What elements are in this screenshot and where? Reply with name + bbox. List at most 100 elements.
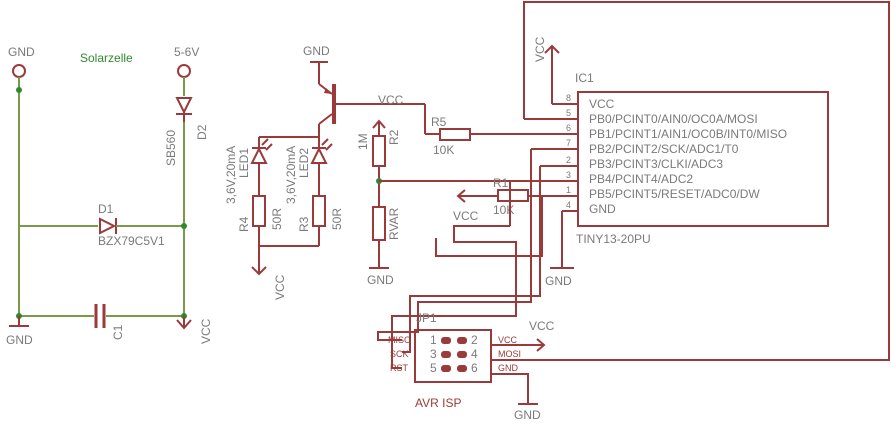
led1-name: LED1: [237, 148, 251, 178]
vcc-arrow: [251, 266, 267, 276]
rst-route: [391, 225, 517, 369]
supply-terminal-label: 5-6V: [174, 45, 199, 59]
d2-diode: [175, 97, 193, 115]
gnd-label-rvar: GND: [367, 273, 394, 287]
jp1-right-label: VCC: [498, 335, 518, 345]
jp1-right-label: MOSI: [498, 349, 521, 359]
r3-name: R3: [297, 216, 311, 232]
r3-value: 50R: [330, 208, 344, 230]
d1-diode: [99, 217, 117, 235]
d1-value: BZX79C5V1: [98, 234, 165, 248]
ic1-pin-label: PB0/PCINT0/AIN0/OC0A/MOSI: [589, 112, 758, 126]
vcc-arrow: [536, 338, 546, 352]
gnd-label-ic: GND: [545, 274, 572, 288]
ic1-pin-label: PB2/PCINT2/SCK/ADC1/T0: [589, 142, 739, 156]
gnd-terminal-label: GND: [8, 45, 35, 59]
vcc-arrow: [544, 44, 560, 54]
ic1-pin-num: 2: [566, 155, 571, 165]
vcc-label-r1: VCC: [453, 209, 479, 223]
junction-dot: [181, 223, 187, 229]
transistor-collector: [318, 113, 333, 125]
ic1-pin-label: GND: [589, 202, 616, 216]
led1-ray: [261, 138, 269, 146]
jp1-pin-num: 6: [471, 361, 478, 375]
vcc-label-bottom: VCC: [199, 318, 213, 344]
jp1-left-label: MISO: [388, 335, 411, 345]
led1-value: 3,6V,20mA: [224, 146, 238, 204]
transistor-arrow: [324, 88, 332, 94]
jp1-pad: [441, 351, 451, 358]
jp1-pin-num: 5: [430, 361, 437, 375]
ic1-pin-label: PB5/PCINT5/RESET/ADC0/DW: [589, 187, 760, 201]
ic1-vcc-label: VCC: [533, 36, 547, 62]
ic1-pin-num: 1: [566, 185, 571, 195]
jp1-right-label: GND: [498, 363, 519, 373]
jp1-pad: [441, 337, 451, 344]
r4-resistor: [252, 195, 266, 227]
ic1-pins: 8 VCC 5 PB0/PCINT0/AIN0/OC0A/MOSI 6 PB1/…: [524, 93, 787, 216]
gnd-label-transistor: GND: [303, 44, 330, 58]
gnd-label-bottom: GND: [6, 333, 33, 347]
jp1-pad: [441, 365, 451, 372]
vcc-label-r2: VCC: [378, 93, 404, 107]
led2-diode: [310, 146, 328, 164]
jp1-pin-num: 3: [430, 347, 437, 361]
jp1-body: [414, 329, 492, 383]
ic1-pin-label: VCC: [589, 97, 615, 111]
mosi-loop-wire: [523, 1, 890, 361]
ic1-pin-num: 6: [566, 123, 571, 133]
ic1-pin-num: 3: [566, 170, 571, 180]
jp1: JP1 AVR ISP MISO SCK RST 1 3 5 2 4 6 VCC…: [388, 311, 562, 422]
ic1-pin-num: 8: [566, 93, 571, 103]
r5-resistor: [439, 128, 471, 141]
d1-name: D1: [98, 202, 114, 216]
supply-terminal: [177, 64, 191, 78]
rvar-resistor: [372, 206, 386, 241]
solar-label: Solarzelle: [80, 51, 133, 65]
jp1-title: AVR ISP: [415, 396, 461, 410]
ic1-pin-label: PB1/PCINT1/AIN1/OC0B/INT0/MISO: [589, 127, 787, 141]
ic1-pin-num: 4: [566, 200, 571, 210]
led2-value: 3,6V,20mA: [284, 146, 298, 204]
r1-name: R1: [493, 176, 509, 190]
ic1-pin-label: PB3/PCINT3/CLKI/ADC3: [589, 157, 723, 171]
led1-ray: [265, 143, 273, 151]
miso-wire: [377, 149, 532, 341]
r5-name: R5: [431, 115, 447, 129]
jp1-pin-num: 4: [471, 347, 478, 361]
gnd-label-jp1: GND: [514, 408, 541, 422]
jp1-pad: [457, 351, 467, 358]
ic1-name: IC1: [575, 71, 594, 85]
led1-diode: [250, 146, 268, 164]
junction-dot: [16, 87, 22, 93]
ic1-pin-num: 7: [566, 138, 571, 148]
led2-ray: [325, 143, 333, 151]
led2-ray: [321, 138, 329, 146]
d2-value: SB560: [164, 130, 178, 166]
ic1-part: TINY13-20PU: [576, 232, 651, 246]
jp1-vcc-label: VCC: [529, 319, 555, 333]
jp1-left-label: RST: [390, 363, 409, 373]
rst-wire: [435, 196, 543, 257]
r2-value: 1M: [356, 133, 370, 150]
r5-value: 10K: [433, 143, 454, 157]
vcc-arrow: [372, 119, 386, 129]
jp1-left-label: SCK: [390, 349, 409, 359]
led2-name: LED2: [297, 148, 311, 178]
jp1-pin-num: 2: [471, 333, 478, 347]
c1-name: C1: [111, 324, 125, 340]
r2-name: R2: [387, 129, 401, 145]
jp1-name: JP1: [416, 311, 437, 325]
jp1-pad: [457, 337, 467, 344]
gnd-terminal: [12, 64, 26, 78]
sck-wire: [402, 166, 541, 353]
r3-resistor: [312, 195, 326, 227]
jp1-pad: [457, 365, 467, 372]
d2-name: D2: [195, 124, 209, 140]
led-section: GND VCC 3,6V,20mA LED1 3,6V,20mA LED2: [224, 44, 426, 300]
ic1: IC1 TINY13-20PU VCC 8 VCC 5 PB0/PCINT0/A…: [523, 1, 890, 361]
ic1-body: [577, 91, 829, 227]
isp-wires: [377, 149, 543, 369]
vcc-arrow: [456, 189, 466, 203]
